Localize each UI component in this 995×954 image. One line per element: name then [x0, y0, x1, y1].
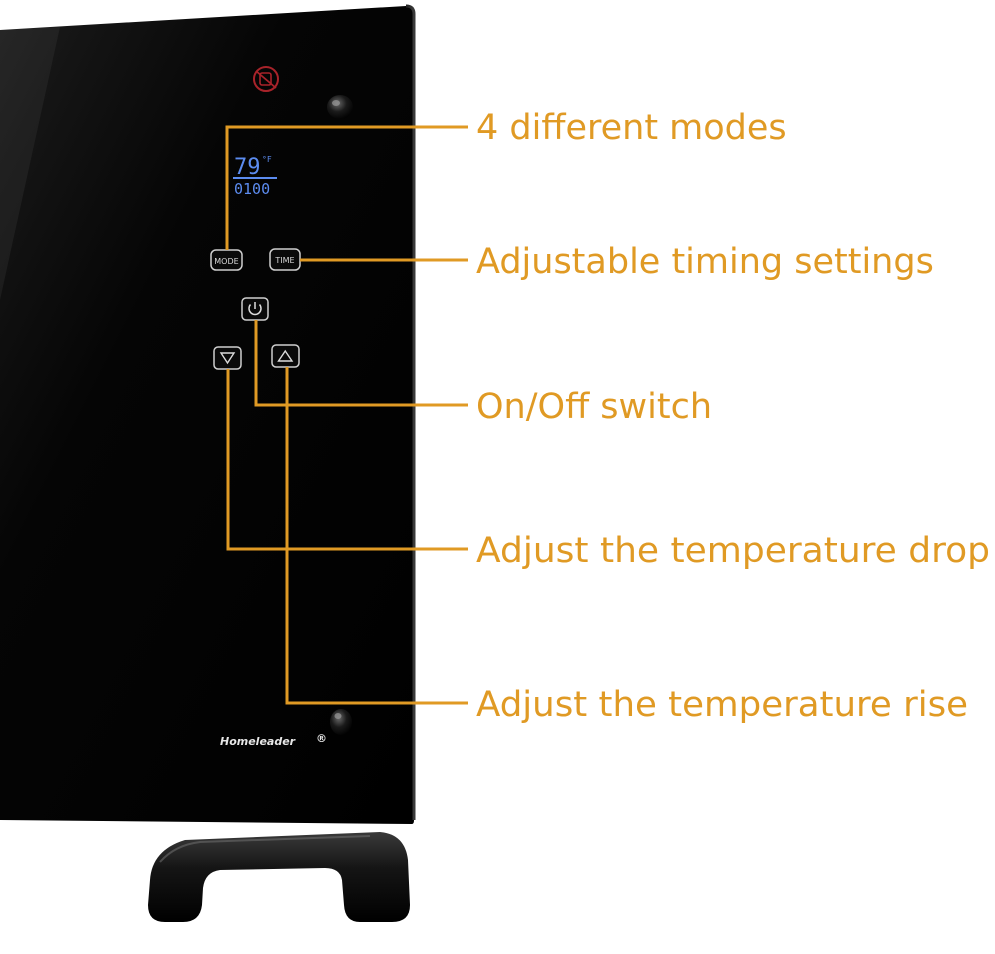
display-temperature: 79	[234, 155, 261, 180]
callout-label-drop: Adjust the temperature drop	[476, 531, 990, 571]
temperature-up-button[interactable]	[271, 344, 300, 368]
mode-button-label: MODE	[214, 257, 238, 266]
callout-labels: 4 different modes Adjustable timing sett…	[476, 108, 990, 725]
child-lock-icon	[253, 66, 279, 92]
mode-button[interactable]: MODE	[210, 249, 243, 271]
display-degree-unit: °F	[262, 155, 272, 164]
heater-panel	[0, 4, 416, 824]
brand-registered-mark: ®	[316, 732, 327, 745]
lcd-display: 79 °F 0100	[233, 155, 277, 198]
callout-line-power	[254, 320, 468, 407]
power-icon	[248, 302, 262, 316]
brand-logo: Homeleader ®	[220, 732, 327, 748]
callout-label-power: On/Off switch	[476, 387, 712, 427]
callout-line-drop	[226, 369, 468, 551]
temperature-down-button[interactable]	[213, 346, 242, 370]
callout-label-timing: Adjustable timing settings	[476, 242, 934, 282]
callout-lines	[225, 125, 468, 705]
sensor-knob-bottom	[330, 709, 352, 735]
time-button[interactable]: TIME	[269, 248, 301, 271]
brand-name: Homeleader	[220, 735, 296, 748]
triangle-up-icon	[277, 349, 294, 362]
sensor-knob-top	[327, 95, 353, 119]
power-button[interactable]	[241, 297, 269, 321]
triangle-down-icon	[219, 352, 236, 365]
display-timer: 0100	[234, 180, 270, 198]
callout-line-rise	[285, 367, 468, 705]
time-button-label: TIME	[274, 256, 294, 265]
heater-foot	[148, 832, 410, 922]
callout-label-modes: 4 different modes	[476, 108, 787, 148]
callout-line-modes	[225, 125, 468, 250]
callout-label-rise: Adjust the temperature rise	[476, 685, 968, 725]
